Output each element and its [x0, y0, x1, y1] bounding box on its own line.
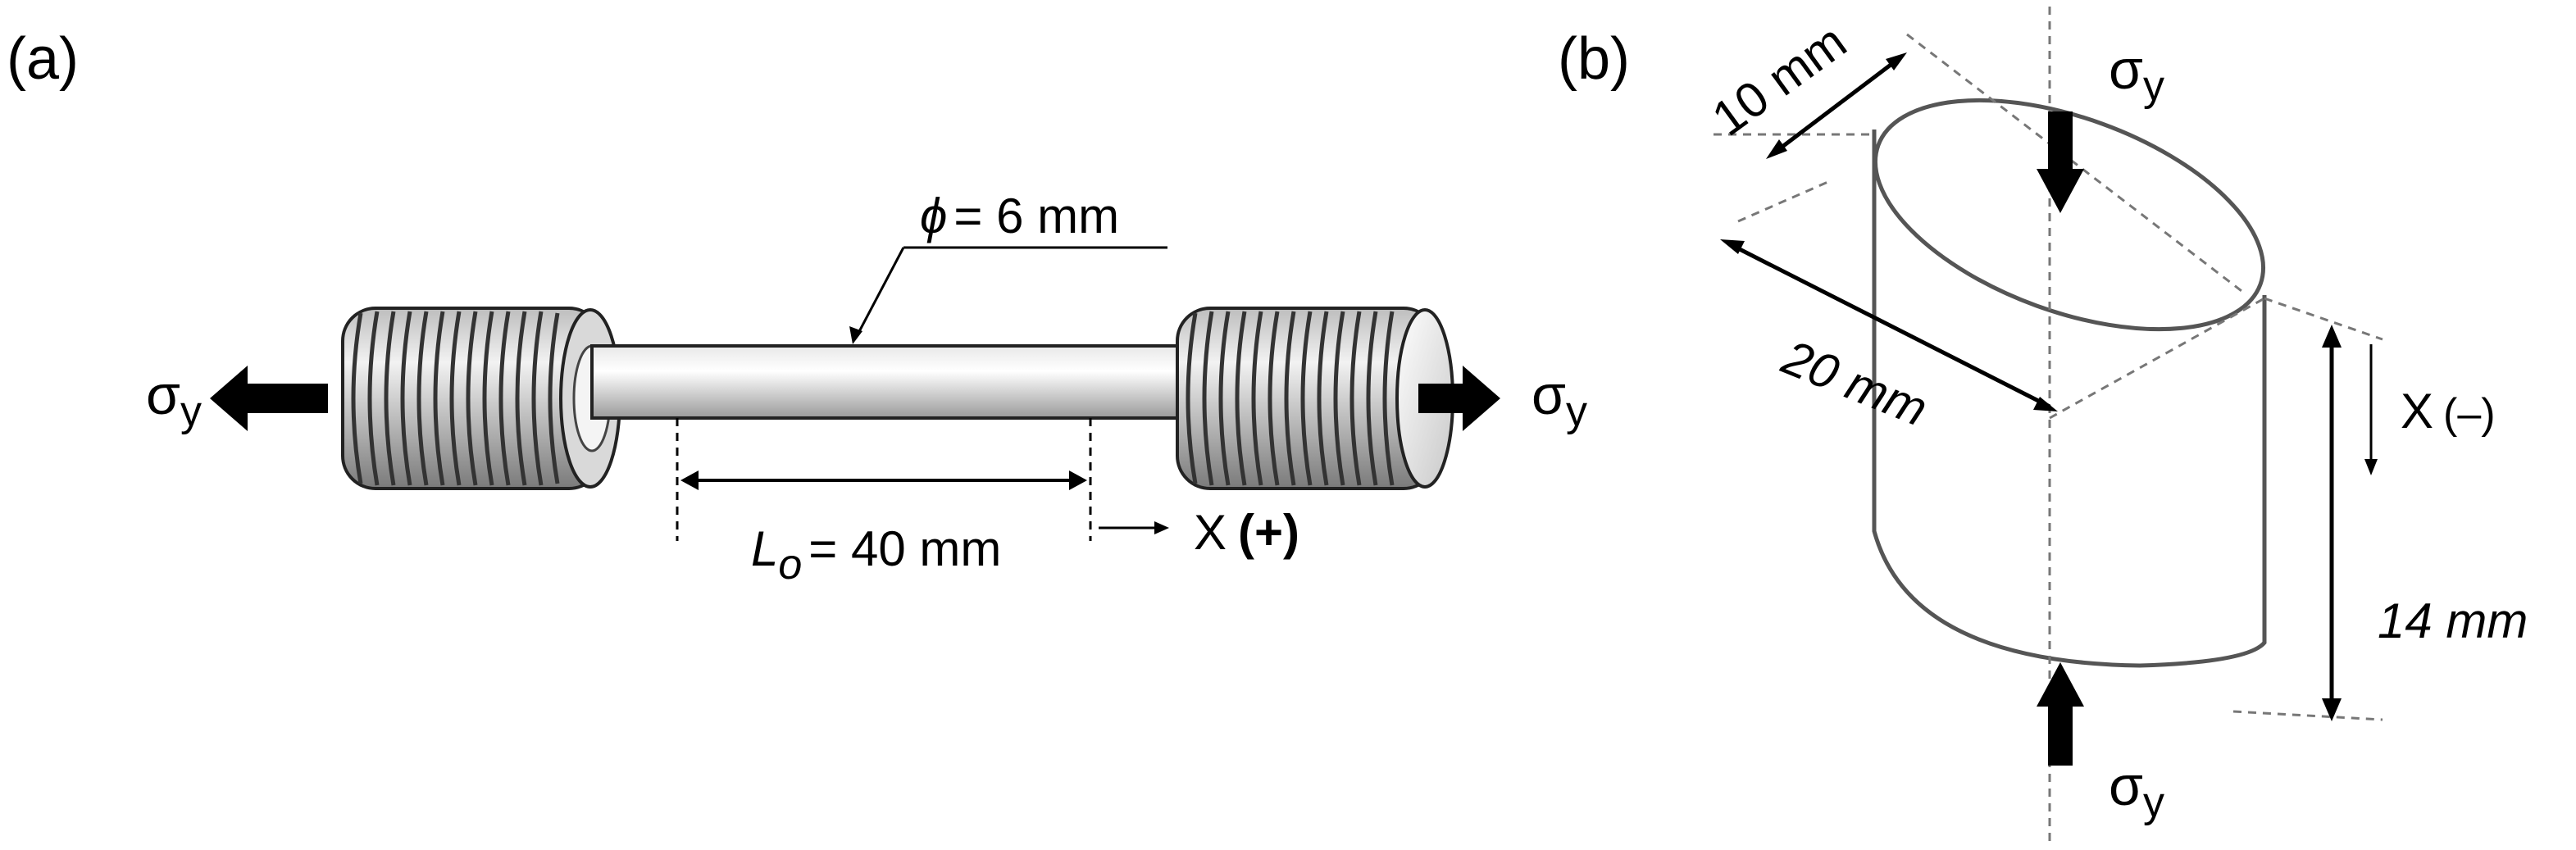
gauge-arrowhead-right [1069, 470, 1087, 490]
width-dimension-line [1771, 56, 1902, 156]
x-negative-arrowhead [2364, 459, 2378, 475]
panel-b-label: (b) [1558, 26, 1630, 92]
height-dimension-label: 14 mm [2378, 593, 2528, 648]
compression-specimen [1872, 98, 2267, 668]
width-dimension-label: 10 mm [1702, 14, 1856, 147]
gauge-arrowhead-left [680, 470, 699, 490]
x-positive-label: X(+) [1194, 505, 1299, 560]
gauge-length-label: Lo= 40 mm [751, 521, 1001, 589]
stress-label-left: σy [146, 364, 202, 435]
height-arrowhead-bottom [2322, 698, 2342, 721]
height-arrowhead-top [2322, 325, 2342, 348]
panel-a-label: (a) [7, 26, 79, 92]
gauge-section [590, 344, 1192, 420]
x-negative-label: X(–) [2401, 384, 2496, 439]
stress-label-bottom: σy [2109, 755, 2164, 826]
gauge-length-dimension [676, 418, 1092, 541]
width-arrowhead-lower [1766, 139, 1787, 159]
width-arrowhead-upper [1886, 52, 1907, 70]
tensile-specimen [341, 307, 1454, 490]
stress-label-right: σy [1531, 364, 1587, 435]
compression-arrow-top [2037, 111, 2084, 213]
diameter-leader-arrowhead [849, 326, 862, 344]
x-positive-arrowhead [1154, 521, 1169, 534]
length-arrowhead-left [1720, 239, 1745, 254]
compression-arrow-bottom [2037, 662, 2084, 766]
diameter-leader [854, 246, 1167, 339]
cylinder-top-face [1873, 98, 2266, 332]
tension-arrow-right [1418, 366, 1500, 431]
diameter-label: ϕ= 6 mm [920, 189, 1119, 243]
right-grip [1176, 307, 1454, 490]
construction-lines [1714, 33, 2383, 721]
length-dimension-line [1728, 242, 2051, 409]
stress-label-top: σy [2109, 39, 2164, 110]
left-grip [341, 307, 621, 490]
length-arrowhead-right [2033, 397, 2058, 411]
tension-arrow-left [210, 366, 328, 431]
